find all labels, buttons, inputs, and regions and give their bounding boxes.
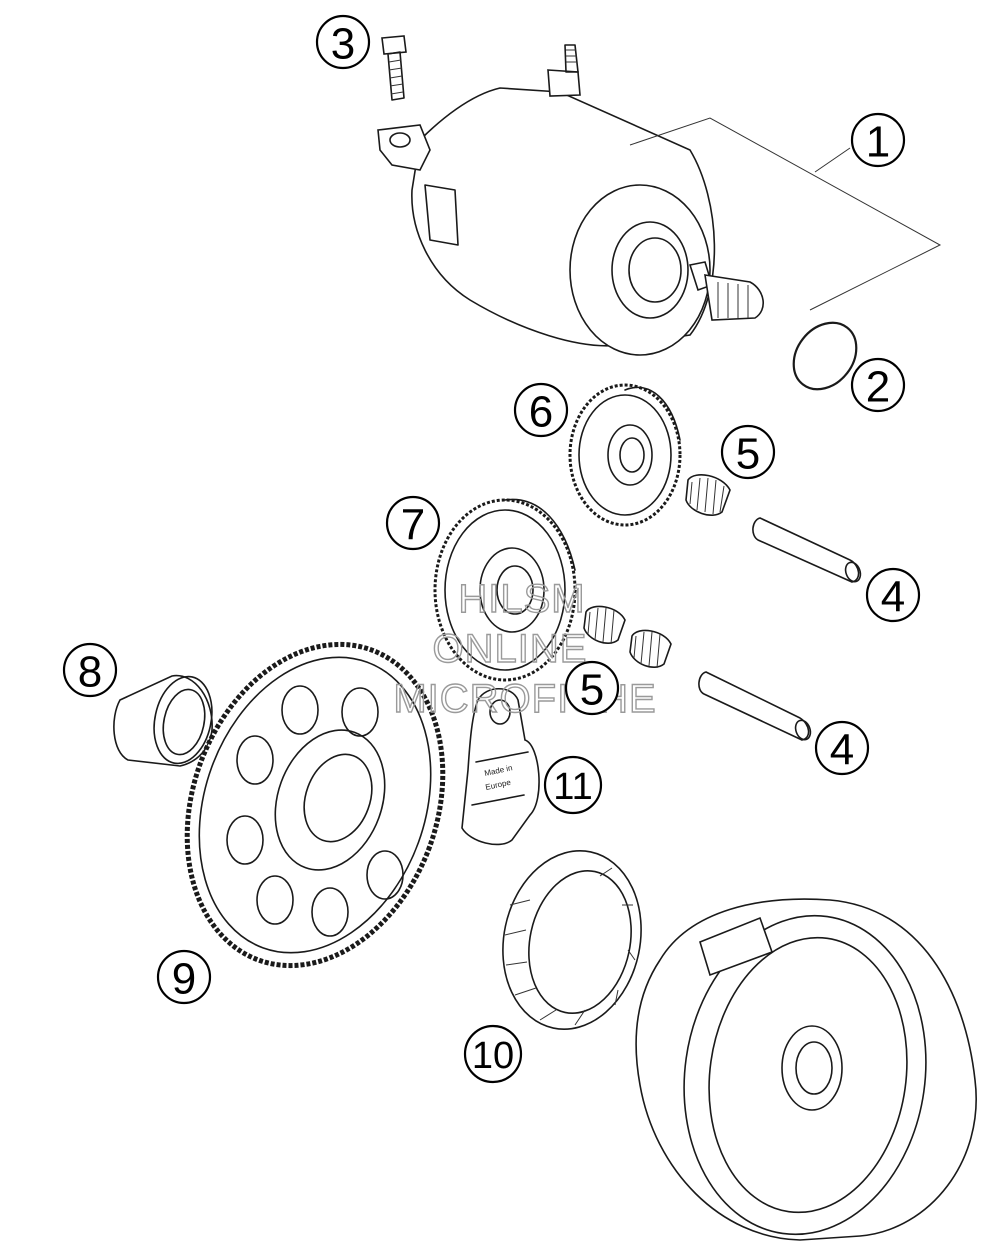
watermark-line-2: ONLINE [433, 627, 588, 671]
shaft-pin-upper [752, 517, 862, 583]
callout-5-lower-label: 5 [580, 666, 604, 715]
callout-5-lower: 5 [564, 660, 620, 716]
callout-2: 2 [850, 357, 906, 413]
bracket: Made in Europe [461, 687, 540, 846]
callout-1-label: 1 [866, 118, 890, 167]
callout-11-label: 11 [553, 766, 592, 808]
watermark-line-1: HILSM [458, 577, 585, 621]
idler-gear-middle [433, 498, 577, 682]
callout-7-label: 7 [401, 501, 425, 550]
flywheel-rotor [635, 898, 977, 1241]
starter-motor [377, 44, 942, 356]
needle-bearing-upper [685, 474, 731, 516]
callout-7: 7 [385, 495, 441, 551]
callout-1: 1 [850, 112, 906, 168]
callout-4-upper-label: 4 [881, 573, 905, 622]
callout-6-label: 6 [529, 388, 553, 437]
ring-gear [184, 641, 446, 969]
callout-2-label: 2 [866, 363, 890, 412]
callout-10-label: 10 [472, 1035, 514, 1077]
callout-3: 3 [315, 14, 371, 70]
callout-6: 6 [513, 382, 569, 438]
callout-4-lower-label: 4 [830, 726, 854, 775]
callout-11: 11 [543, 755, 603, 815]
callout-9: 9 [156, 949, 212, 1005]
screw [381, 35, 407, 101]
callout-4-upper: 4 [865, 567, 921, 623]
freewheel-cage [502, 850, 642, 1030]
watermark: HILSM ONLINE MICROFICHE [393, 576, 657, 721]
callout-5-upper-label: 5 [736, 430, 760, 479]
callout-10: 10 [463, 1024, 523, 1084]
callout-4-lower: 4 [814, 720, 870, 776]
o-ring [792, 321, 858, 391]
bushing [113, 674, 213, 767]
needle-bearing-lower [583, 605, 672, 669]
callout-5-upper: 5 [720, 424, 776, 480]
idler-gear-upper [568, 383, 682, 527]
callout-8-label: 8 [78, 648, 102, 697]
callout-3-label: 3 [331, 20, 355, 69]
callout-8: 8 [62, 642, 118, 698]
callout-9-label: 9 [172, 955, 196, 1004]
shaft-pin-lower [698, 671, 812, 741]
